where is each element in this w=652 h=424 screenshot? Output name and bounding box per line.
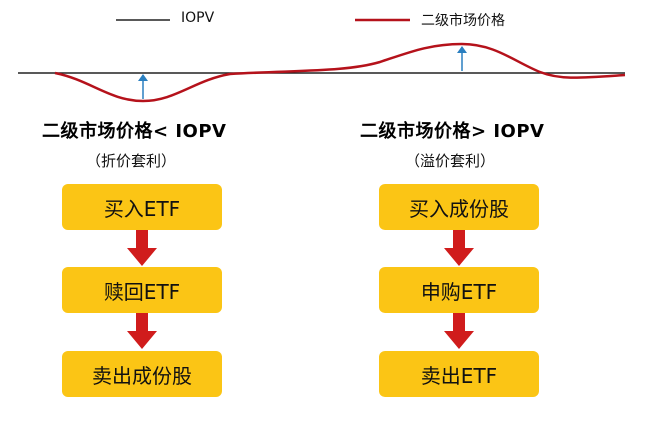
premium-gap-arrow — [457, 46, 467, 71]
right-step-2-label: 申购ETF — [420, 279, 498, 304]
left-step-3-box: 卖出成份股 — [62, 351, 222, 397]
market-price-curve — [54, 42, 626, 103]
left-step-2-box: 赎回ETF — [62, 267, 222, 313]
right-step-1-box: 买入成份股 — [379, 184, 539, 230]
left-step-1-label: 买入ETF — [103, 196, 181, 221]
right-step-3-label: 卖出ETF — [420, 363, 498, 388]
left-heading: 二级市场价格< IOPV — [42, 121, 227, 142]
price-curve-chart — [18, 18, 626, 103]
right-step-2-box: 申购ETF — [379, 267, 539, 313]
right-step-1-label: 买入成份股 — [409, 196, 509, 221]
right-subheading: （溢价套利） — [405, 152, 496, 170]
left-arrow-down-icon — [127, 313, 157, 349]
left-step-1-box: 买入ETF — [62, 184, 222, 230]
right-arrow-down-icon — [444, 230, 474, 266]
left-step-2-label: 赎回ETF — [103, 279, 181, 304]
left-subheading: （折价套利） — [86, 152, 177, 170]
right-heading: 二级市场价格> IOPV — [360, 121, 545, 142]
left-step-3-label: 卖出成份股 — [92, 363, 192, 388]
market-legend-label: 二级市场价格 — [421, 13, 505, 29]
iopv-legend-label: IOPV — [181, 10, 215, 26]
left-arrow-down-icon — [127, 230, 157, 266]
discount-gap-arrow — [138, 74, 148, 99]
right-step-3-box: 卖出ETF — [379, 351, 539, 397]
right-arrow-down-icon — [444, 313, 474, 349]
